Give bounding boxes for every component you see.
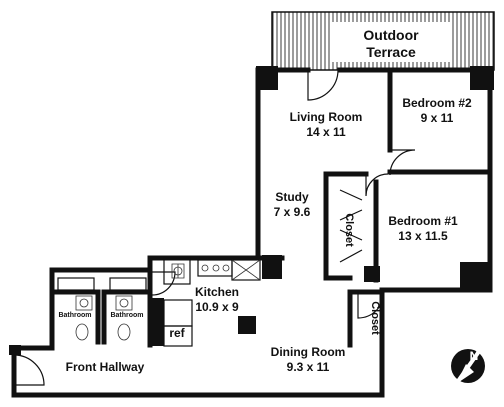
study-label: Study — [275, 190, 309, 204]
bathroom-right-label: Bathroom — [110, 312, 143, 319]
kitchen-size: 10.9 x 9 — [195, 300, 239, 314]
study-size: 7 x 9.6 — [274, 205, 311, 219]
interior-walls — [49, 67, 493, 348]
bedroom2-label: Bedroom #2 — [402, 96, 472, 110]
room-labels: Living Room 14 x 11 Bedroom #2 9 x 11 St… — [58, 96, 472, 374]
bedroom1-label: Bedroom #1 — [388, 214, 458, 228]
bathroom-left-label: Bathroom — [58, 312, 91, 319]
bedroom1-size: 13 x 11.5 — [398, 229, 448, 243]
north-arrow-icon: N — [451, 348, 485, 386]
terrace-label-line2: Terrace — [366, 44, 416, 60]
kitchen-fixtures — [163, 257, 261, 347]
kitchen-label: Kitchen — [195, 285, 239, 299]
front-hallway-label: Front Hallway — [66, 360, 145, 374]
dining-room-label: Dining Room — [271, 345, 346, 359]
terrace: Outdoor Terrace — [271, 11, 495, 71]
closet-dining-label: Closet — [369, 301, 381, 335]
bedroom2-size: 9 x 11 — [421, 111, 454, 125]
ref-label: ref — [169, 326, 185, 340]
columns — [9, 66, 494, 355]
terrace-label-line1: Outdoor — [363, 27, 419, 43]
compass-label: N — [470, 349, 479, 363]
closet-bedroom-label: Closet — [343, 213, 355, 247]
doors — [13, 69, 416, 386]
dining-room-size: 9.3 x 11 — [287, 360, 330, 374]
living-room-size: 14 x 11 — [306, 125, 346, 139]
living-room-label: Living Room — [290, 110, 363, 124]
bathroom-fixtures — [57, 277, 147, 341]
